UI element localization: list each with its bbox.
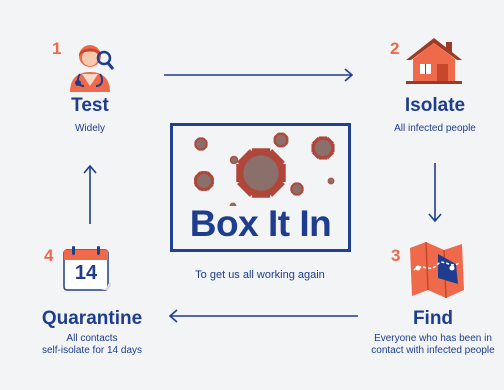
- arrow-left: [164, 309, 358, 323]
- virus-cluster-icon: [173, 126, 348, 206]
- step-3-number: 3: [391, 246, 401, 265]
- step-4-number: 4: [44, 246, 54, 265]
- calendar-day: 14: [74, 262, 98, 284]
- step-2-title: Isolate: [404, 95, 466, 116]
- center-title: Box It In: [189, 203, 332, 244]
- step-4-title: Quarantine: [41, 308, 143, 329]
- step-1-subtitle: Widely: [74, 123, 105, 134]
- step-3-subtitle-line1: Everyone who has been in: [374, 333, 492, 344]
- calendar-icon: 14: [62, 244, 112, 292]
- step-1-number: 1: [52, 39, 62, 58]
- box-it-in-frame: Box It In: [170, 123, 351, 252]
- doctor-icon: [64, 36, 116, 92]
- arrow-up: [83, 162, 97, 224]
- step-2-number: 2: [390, 39, 400, 58]
- step-3-subtitle-line2: contact with infected people: [371, 345, 495, 356]
- step-1-title: Test: [71, 95, 109, 116]
- step-2-subtitle: All infected people: [394, 123, 476, 134]
- step-4-subtitle-line2: self-isolate for 14 days: [41, 345, 143, 356]
- center-subtitle: To get us all working again: [195, 269, 325, 281]
- step-4-subtitle-line1: All contacts: [66, 333, 118, 344]
- map-icon: [408, 240, 466, 300]
- house-icon: [404, 36, 464, 84]
- arrow-down: [428, 163, 442, 225]
- step-3-title: Find: [412, 308, 454, 329]
- arrow-right: [164, 68, 358, 82]
